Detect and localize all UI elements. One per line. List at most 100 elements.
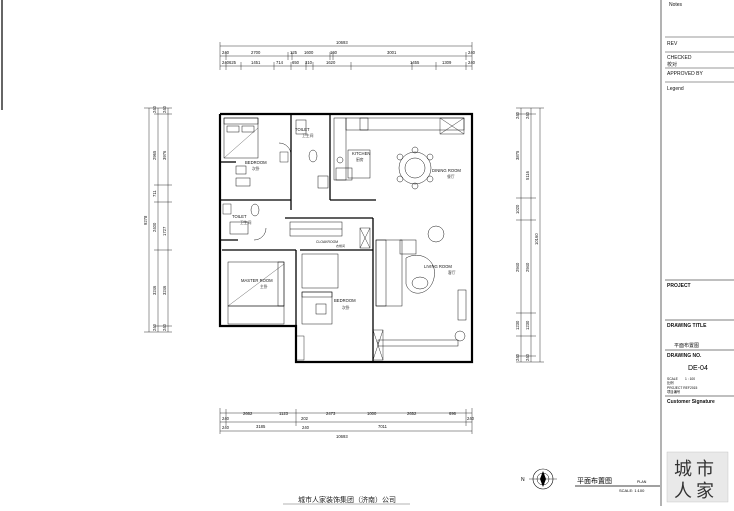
- company-seal: 城 市 人 家: [666, 451, 729, 503]
- master-cn-label: 主卧: [260, 284, 268, 289]
- bottom-row2-dim-3: 7011: [378, 424, 388, 429]
- top-dim-row3-9: 1309: [442, 60, 452, 65]
- bottom-dim-6: 1000: [367, 411, 377, 416]
- drawing-no-label: DRAWING NO.: [667, 353, 702, 359]
- left-dim-5: 3246: [152, 285, 157, 295]
- top-dim-row3-3: 1451: [251, 60, 261, 65]
- bottom-dim-8: 696: [449, 411, 457, 416]
- right-dim-5: 1230: [515, 320, 520, 330]
- top-dim-3: 125: [290, 50, 298, 55]
- bedroom-lower-label: BEDROOM: [334, 298, 356, 303]
- bottom-dim-9: 240: [467, 416, 475, 421]
- right-dimension-labels: 240 3875 1020 2940 1230 240 240 5116 294…: [515, 111, 539, 361]
- notes-label: Notes: [669, 2, 683, 8]
- scale-value: 1 : 100: [685, 377, 695, 381]
- left-row2-dim-4: 3246: [162, 285, 167, 295]
- master-label: MASTER ROOM: [241, 278, 273, 283]
- right-dim-4: 2940: [515, 262, 520, 272]
- bottom-total-dim: 10693: [336, 434, 348, 439]
- drawing-title-label: DRAWING TITLE: [667, 323, 707, 329]
- right-row2-dim-5: 240: [525, 353, 530, 361]
- bottom-dim-7: 2652: [407, 411, 417, 416]
- bottom-row2-dim-1: 240: [222, 425, 230, 430]
- left-row2-dim-3: 1727: [162, 226, 167, 236]
- right-row2-dim-2: 5116: [525, 170, 530, 180]
- exterior-walls: [218, 112, 474, 364]
- plan-title: 平面布置图: [577, 476, 612, 485]
- scale-label: SCALE: [667, 377, 679, 381]
- left-dim-6: 240: [152, 323, 157, 331]
- bedroom-lower-cn-label: 次卧: [342, 305, 350, 310]
- right-dim-1: 240: [515, 111, 520, 119]
- project-ref-label: PROJECT REF: [667, 386, 690, 390]
- right-row2-dim-1: 240: [525, 111, 530, 119]
- seal-char-3: 人: [674, 481, 692, 501]
- top-dim-6: 3001: [387, 50, 397, 55]
- bottom-dim-1: 240: [222, 416, 230, 421]
- toilet-lower-label: TOILET: [232, 214, 247, 219]
- customer-signature-label: Customer Signature: [667, 399, 715, 405]
- right-dim-2: 3875: [515, 150, 520, 160]
- right-dim-6: 240: [515, 353, 520, 361]
- cloakroom-cn-label: 衣帽间: [336, 243, 345, 248]
- approved-label: APPROVED BY: [667, 71, 704, 77]
- left-dimension-labels: 9278 240 2965 711 2400 3246 240 240 3976…: [143, 105, 167, 331]
- left-row2-dim-5: 240: [162, 323, 167, 331]
- left-dim-3: 711: [152, 190, 157, 197]
- left-row2-dim-2: 3976: [162, 150, 167, 160]
- bottom-row2-dim-2: 3185: [256, 424, 266, 429]
- left-row2-dim-1: 240: [162, 105, 167, 113]
- kitchen-label: KITCHEN: [352, 151, 370, 156]
- left-dim-4: 2400: [152, 222, 157, 232]
- bedroom-upper-label: BEDROOM: [245, 160, 267, 165]
- compass-icon: N: [521, 468, 557, 490]
- left-total-dim: 9278: [143, 215, 148, 225]
- company-name: 城市人家装饰集团（济南）公司: [298, 495, 396, 504]
- legend-label: Legend: [667, 86, 684, 92]
- dining-cn-label: 餐厅: [447, 174, 455, 179]
- top-dim-row3-4: 714: [276, 60, 284, 65]
- top-dim-row3-10: 240: [468, 60, 476, 65]
- top-dim-7: 240: [468, 50, 476, 55]
- top-dim-4: 1600: [304, 50, 314, 55]
- top-dim-row3-2: 625: [229, 60, 237, 65]
- top-total-dim: 10693: [336, 40, 348, 45]
- bottom-row2-dim-4: 240: [302, 425, 310, 430]
- bedroom-upper-cn-label: 次卧: [252, 166, 260, 171]
- right-row2-dim-4: 1230: [525, 320, 530, 330]
- living-label: LIVING ROOM: [424, 264, 452, 269]
- cloakroom-label: CLOAKROOM: [316, 240, 338, 244]
- room-labels: TOILET 卫生间 BEDROOM 次卧 KITCHEN 厨房 DINING …: [232, 127, 461, 310]
- top-dimension-ticks: [225, 52, 467, 70]
- toilet-lower-cn-label: 卫生间: [240, 220, 252, 225]
- project-ref-value: 2015: [690, 386, 698, 390]
- top-dim-1: 240: [222, 50, 230, 55]
- top-dim-2: 2700: [251, 50, 261, 55]
- left-dimensions: [144, 107, 172, 333]
- seal-char-4: 家: [696, 481, 714, 501]
- scale-cn-label: 比例: [667, 380, 674, 385]
- dining-label: DINING ROOM: [432, 168, 461, 173]
- checked-label: CHECKED: [667, 55, 692, 61]
- compass-label: N: [521, 477, 525, 483]
- right-dimensions: [516, 107, 544, 363]
- top-dim-row3-6: 310: [305, 60, 313, 65]
- toilet-upper-cn-label: 卫生间: [302, 133, 314, 138]
- bottom-dim-3: 1123: [279, 411, 289, 416]
- project-cn-label: 项目编号: [667, 389, 681, 394]
- kitchen-cn-label: 厨房: [356, 157, 364, 162]
- top-dim-row3-1: 240: [222, 60, 230, 65]
- bottom-dimensions: [219, 408, 473, 434]
- furniture: [223, 117, 467, 347]
- plan-scale: SCALE: 1:100: [619, 488, 645, 493]
- wall-hatches: [222, 117, 465, 361]
- right-total-dim: 10160: [534, 233, 539, 245]
- bottom-dim-4: 202: [301, 416, 309, 421]
- left-dim-1: 240: [152, 105, 157, 113]
- drawing-no-value: DE-04: [688, 365, 708, 372]
- bottom-dim-2: 2662: [243, 411, 253, 416]
- top-dim-5: 160: [330, 50, 338, 55]
- top-dim-row3-7: 1620: [326, 60, 336, 65]
